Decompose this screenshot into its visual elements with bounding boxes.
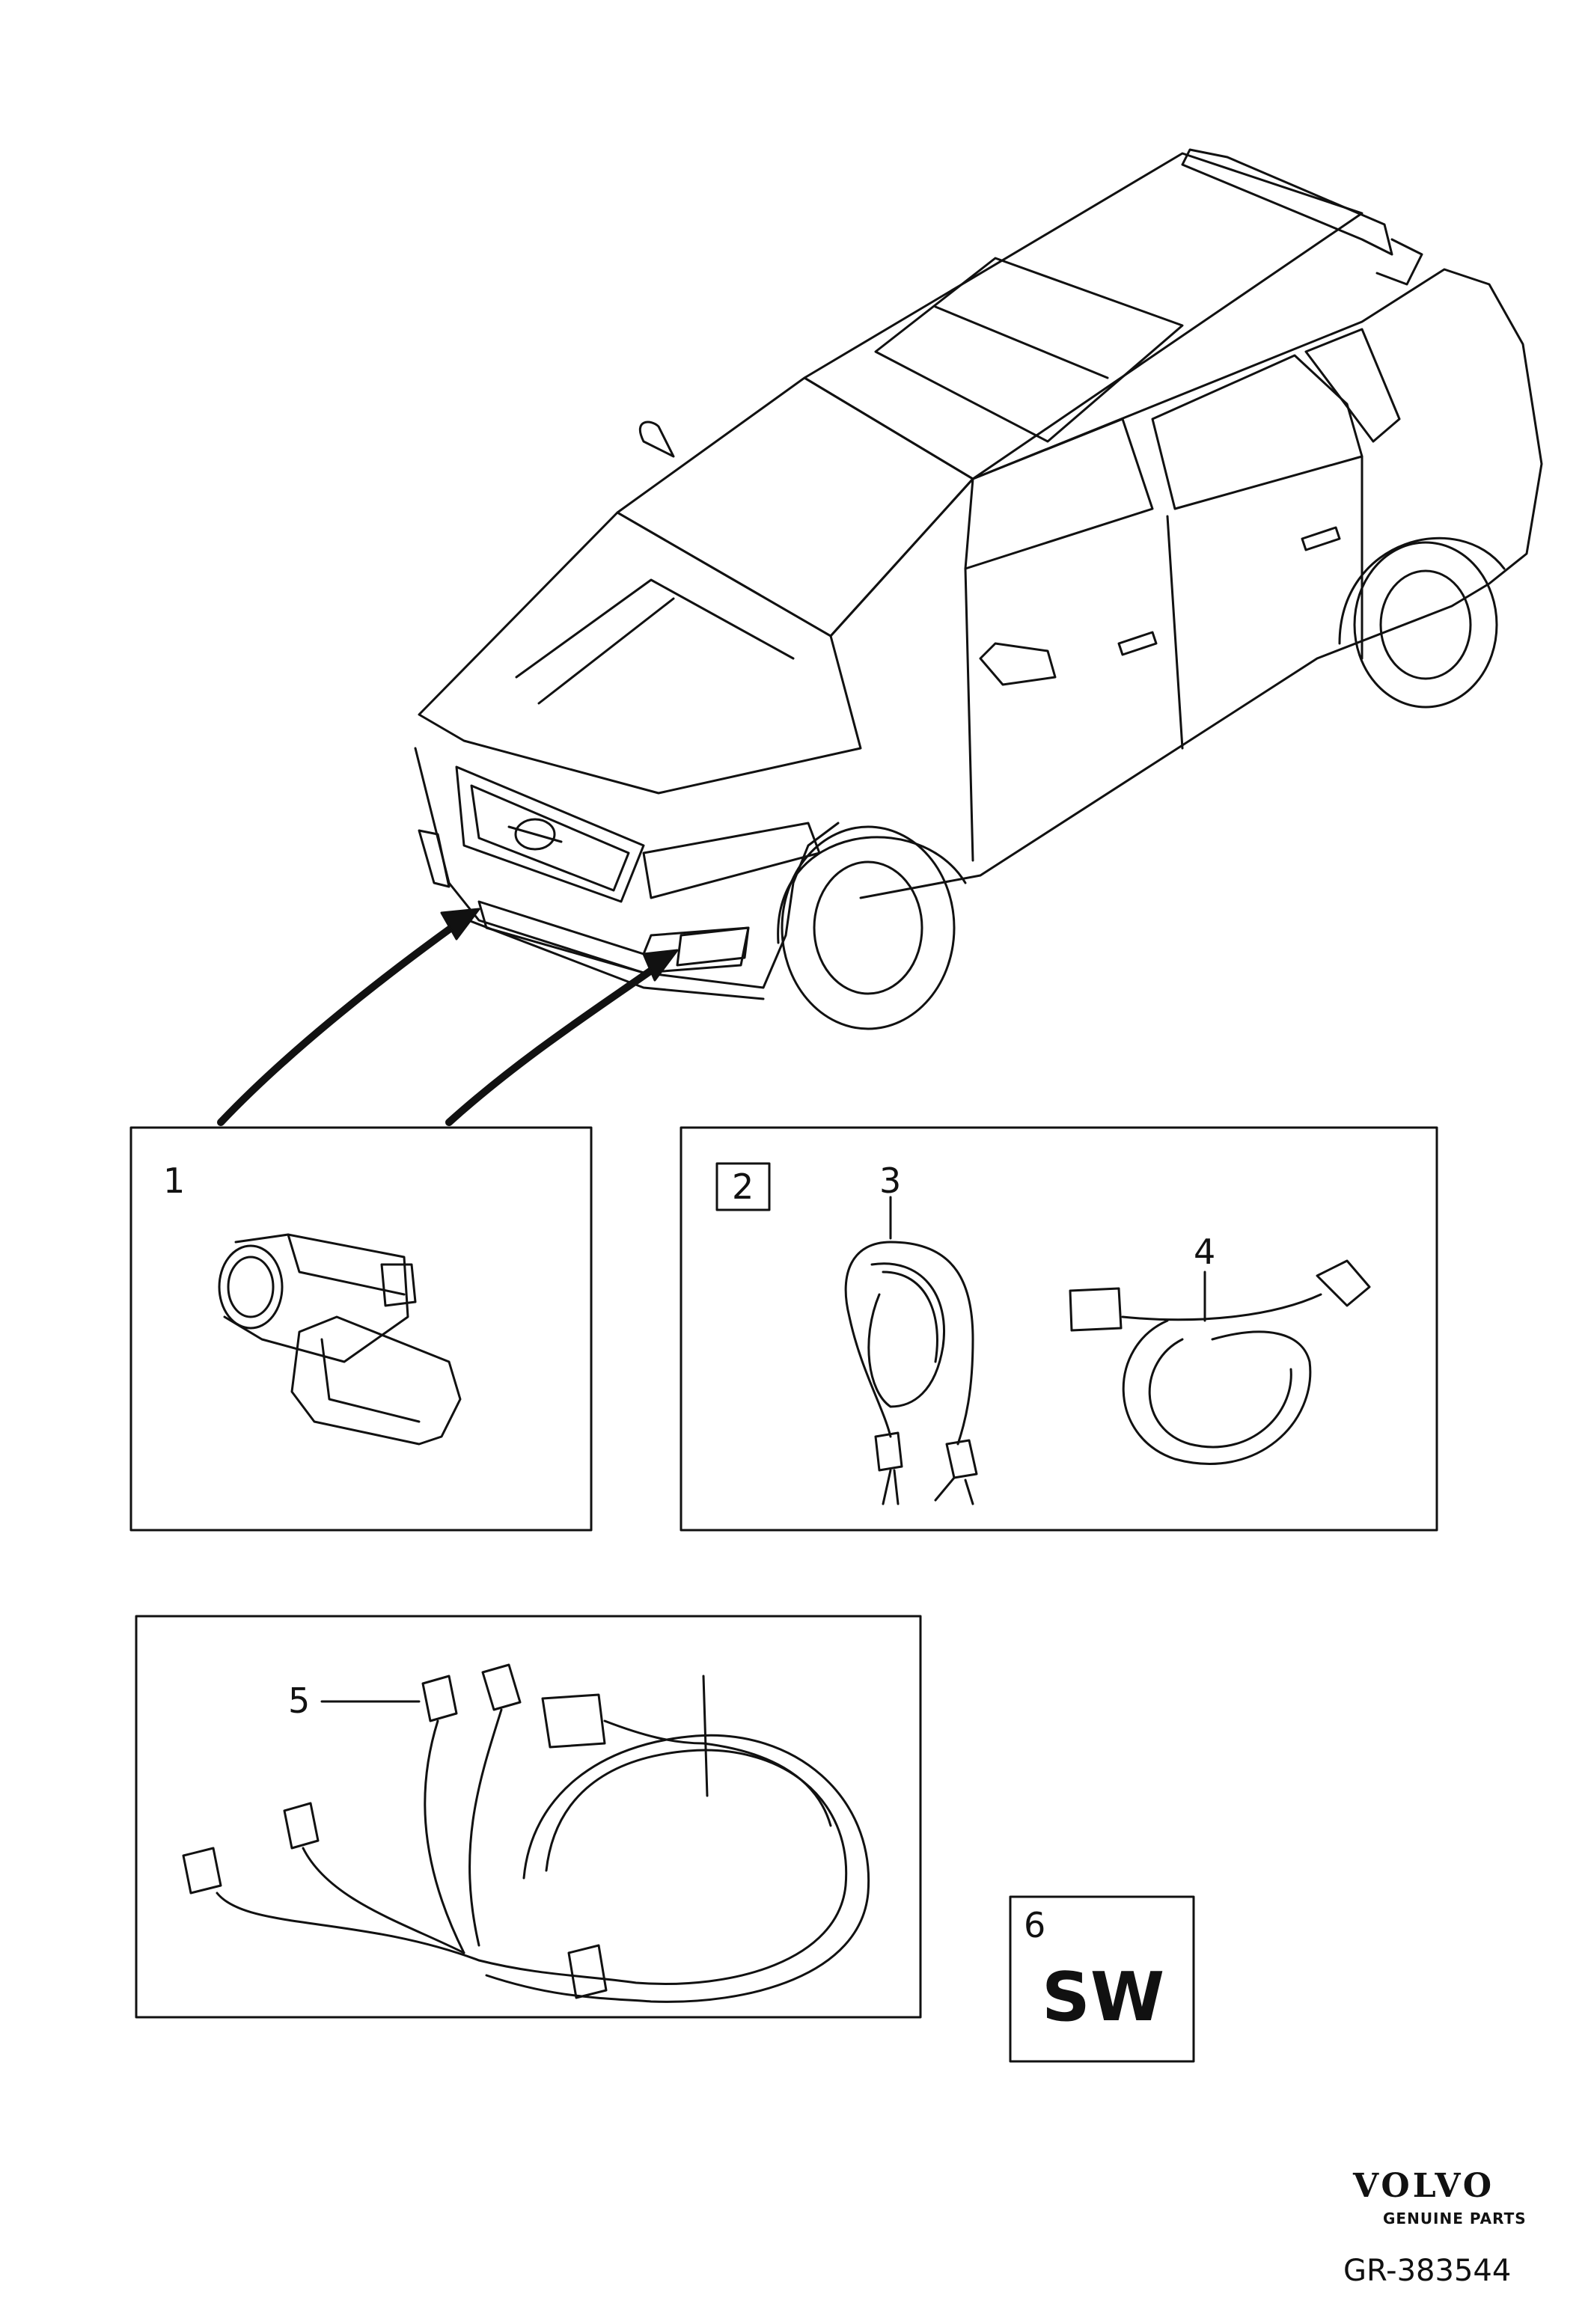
harness-5-connector-c xyxy=(283,1802,320,1850)
car-brand-emblem xyxy=(514,818,556,851)
harness-5-connector-a xyxy=(421,1675,458,1722)
sensor-connector-housing xyxy=(290,1315,462,1446)
car-sunroof-divider xyxy=(934,305,1109,379)
brand-logo-text: VOLVO xyxy=(1353,2167,1495,2205)
harness-3-drawing xyxy=(844,1203,978,1505)
callout-1: 1 xyxy=(163,1161,186,1201)
car-roof-rail xyxy=(1181,148,1393,256)
harness-4-cable-top xyxy=(1121,1293,1322,1321)
callout-5: 5 xyxy=(288,1681,311,1721)
arrow-right-shaft xyxy=(445,961,662,1126)
car-front-side-window xyxy=(964,418,1154,570)
harness-3-connector-right xyxy=(945,1439,978,1479)
parking-sensor-drawing xyxy=(218,1233,462,1446)
car-rear-wheel-arch xyxy=(1338,536,1506,645)
car-rear-door-line xyxy=(1166,515,1184,750)
harness-3-wires xyxy=(882,1469,974,1505)
harness-3-loop-inner-2 xyxy=(882,1270,938,1363)
car-headlight xyxy=(642,822,821,899)
harness-4-drawing xyxy=(1069,1259,1371,1465)
harness-5-wire-b xyxy=(468,1708,503,1947)
harness-5-connector-e xyxy=(541,1693,606,1749)
harness-4-loop-2 xyxy=(1148,1338,1292,1449)
arrow-left-head xyxy=(440,908,480,941)
harness-4-loop xyxy=(1122,1319,1312,1465)
vehicle-illustration xyxy=(414,148,1543,1030)
car-emblem-bar xyxy=(507,825,563,843)
car-rear-spoiler xyxy=(1375,238,1423,286)
harness-4-connector-right xyxy=(1316,1259,1371,1307)
car-front-wheel xyxy=(781,825,956,1030)
harness-5-drawing xyxy=(182,1663,870,2003)
car-front-wheel-rim xyxy=(813,860,923,995)
box-sensor xyxy=(129,1126,593,1532)
pointer-arrows xyxy=(217,908,679,1126)
callout-2: 2 xyxy=(732,1166,754,1207)
car-grille-inner xyxy=(470,784,630,892)
brand-tagline: GENUINE PARTS xyxy=(1383,2210,1527,2227)
sensor-top-edge xyxy=(287,1233,406,1296)
car-sunroof xyxy=(874,257,1184,443)
car-body-side xyxy=(829,268,1543,899)
car-windshield xyxy=(616,376,974,637)
car-front-door-line xyxy=(964,567,974,862)
car-rear-quarter-window xyxy=(1304,328,1401,443)
harness-3-loop-inner xyxy=(867,1262,945,1408)
harness-3-loop-mid xyxy=(889,1241,974,1446)
callout-6: 6 xyxy=(1024,1905,1046,1945)
callout-3: 3 xyxy=(879,1161,902,1201)
car-roof xyxy=(803,152,1364,480)
harness-5-trunk-2 xyxy=(485,1734,870,2003)
car-side-mirror xyxy=(979,642,1057,686)
sensor-clip xyxy=(380,1263,417,1307)
figure-id: GR-383544 xyxy=(1343,2254,1512,2288)
software-label: SW xyxy=(1042,1958,1165,2037)
harness-5-trunk xyxy=(477,1749,848,1985)
box-wiring-harness xyxy=(135,1615,922,2019)
harness-3-loop-outer xyxy=(844,1241,892,1438)
box-software xyxy=(1009,1895,1195,2063)
car-door-handle-rear xyxy=(1301,526,1341,551)
car-bumper-lower-edge xyxy=(448,911,765,1000)
car-door-handle-front xyxy=(1117,631,1158,656)
sensor-face-inner xyxy=(227,1256,275,1318)
car-lower-intake xyxy=(477,900,750,974)
sensor-connector-edge xyxy=(320,1338,421,1423)
car-hood xyxy=(418,511,862,795)
car-rear-side-window xyxy=(1151,354,1364,510)
harness-5-wire-d xyxy=(216,1892,480,1962)
car-fog-lamp-right xyxy=(676,926,750,967)
car-grille xyxy=(455,765,645,903)
harness-5-connector-b xyxy=(481,1663,522,1711)
harness-5-wire-c xyxy=(302,1847,465,1954)
callout-4: 4 xyxy=(1194,1232,1216,1272)
car-antenna-mirror xyxy=(638,421,675,458)
harness-5-trunk-3 xyxy=(603,1719,832,1827)
harness-5-wire-a xyxy=(424,1719,465,1954)
harness-3-connector-left xyxy=(874,1431,903,1472)
harness-4-connector-left xyxy=(1069,1287,1123,1332)
car-hood-crease-2 xyxy=(537,597,675,705)
car-hood-crease xyxy=(515,578,795,679)
kit-callout-frame xyxy=(715,1162,771,1211)
box-harness-kit xyxy=(680,1126,1438,1532)
car-rear-wheel-rim xyxy=(1379,569,1472,680)
arrow-left-shaft xyxy=(217,920,460,1126)
harness-5-connector-d xyxy=(182,1847,222,1895)
car-fog-lamp-left xyxy=(418,829,451,888)
car-front-wheel-arch xyxy=(777,836,967,944)
sensor-face xyxy=(218,1244,284,1330)
car-rear-wheel xyxy=(1353,541,1498,709)
sensor-body xyxy=(223,1233,409,1363)
harness-5-sleeve xyxy=(567,1944,608,1999)
arrow-right-head xyxy=(642,949,679,982)
